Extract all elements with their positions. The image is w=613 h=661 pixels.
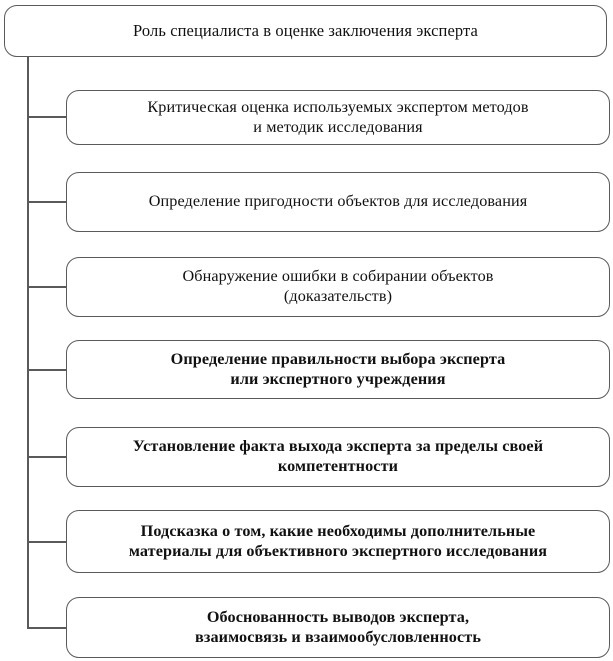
connector-stub-7 xyxy=(27,627,67,629)
branch-node-3: Обнаружение ошибки в собирании объектов … xyxy=(66,257,610,317)
branch-node-2-label: Определение пригодности объектов для исс… xyxy=(148,192,528,211)
connector-stub-4 xyxy=(27,369,67,371)
branch-node-5-label: Установление факта выхода эксперта за пр… xyxy=(132,437,544,475)
branch-node-5: Установление факта выхода эксперта за пр… xyxy=(66,427,610,487)
branch-node-4-label: Определение правильности выбора эксперта… xyxy=(170,349,506,388)
connector-stub-3 xyxy=(27,286,67,288)
branch-node-7-label: Обоснованность выводов эксперта, взаимос… xyxy=(195,607,481,646)
connector-stub-1 xyxy=(27,116,67,118)
root-node-role-of-specialist: Роль специалиста в оценке заключения экс… xyxy=(4,5,607,57)
connector-stub-2 xyxy=(27,201,67,203)
branch-node-4: Определение правильности выбора эксперта… xyxy=(66,340,610,399)
branch-node-6-label: Подсказка о том, какие необходимы дополн… xyxy=(128,521,548,560)
connector-stub-6 xyxy=(27,541,67,543)
branch-node-3-label: Обнаружение ошибки в собирании объектов … xyxy=(182,267,494,305)
branch-node-6: Подсказка о том, какие необходимы дополн… xyxy=(66,510,610,573)
connector-stub-5 xyxy=(27,456,67,458)
branch-node-2: Определение пригодности объектов для исс… xyxy=(66,172,610,232)
branch-node-7: Обоснованность выводов эксперта, взаимос… xyxy=(66,597,610,658)
trunk-connector-line xyxy=(27,56,29,628)
branch-node-1-label: Критическая оценка используемых эксперто… xyxy=(147,97,529,136)
root-node-label: Роль специалиста в оценке заключения экс… xyxy=(133,20,478,40)
branch-node-1: Критическая оценка используемых эксперто… xyxy=(66,90,610,145)
